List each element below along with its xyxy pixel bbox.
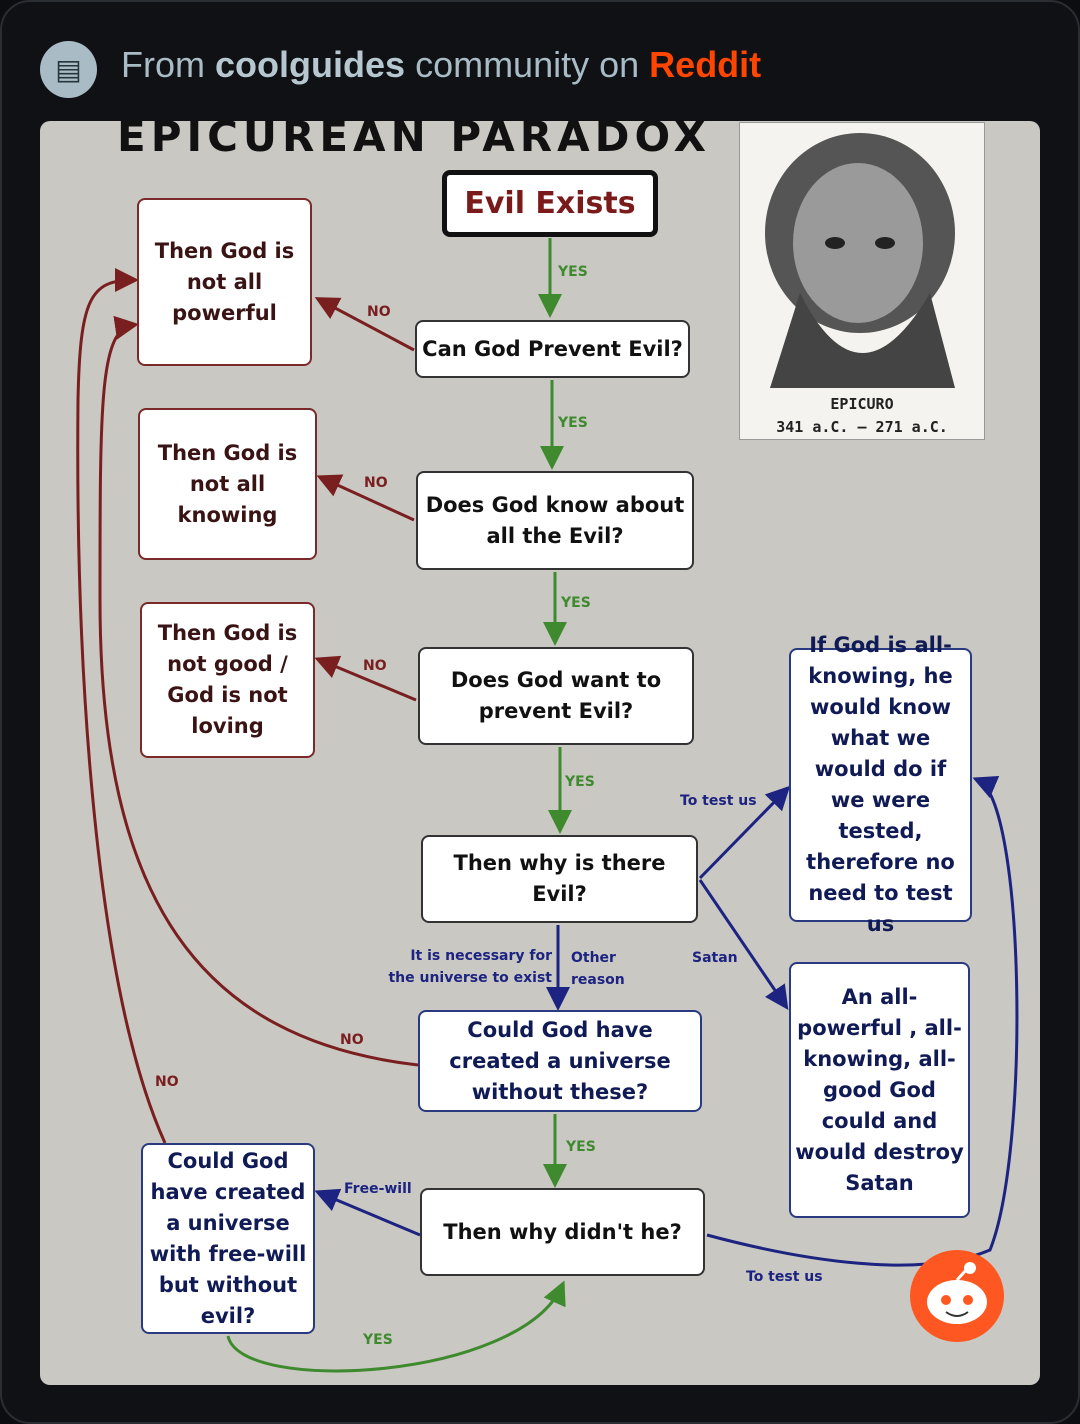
node-why-evil: Then why is there Evil?	[421, 835, 698, 923]
label-to-test-us: To test us	[746, 1269, 823, 1285]
bust-drawing	[765, 133, 955, 388]
no-arrow-2	[316, 474, 415, 522]
yes-arrow-freewill	[226, 1280, 566, 1373]
no-arrow-freewill	[76, 268, 167, 1144]
test-us-arrow	[698, 785, 791, 880]
freewill-arrow	[314, 1188, 421, 1237]
reddit-brand[interactable]: Reddit	[649, 44, 762, 85]
label-yes: YES	[565, 774, 595, 790]
label-no: NO	[155, 1074, 179, 1090]
share-header: From coolguides community on Reddit	[121, 44, 761, 86]
label-necessary: It is necessary for the universe to exis…	[388, 948, 552, 986]
newspaper-icon: ▤	[40, 41, 97, 98]
label-no: NO	[367, 304, 391, 320]
node-can-prevent: Can God Prevent Evil?	[415, 320, 690, 378]
portrait-name: EPICURO	[830, 395, 894, 413]
diagram-title: EPICUREAN PARADOX	[117, 112, 712, 161]
community-name[interactable]: coolguides	[215, 44, 406, 85]
no-arrow-3	[314, 655, 417, 702]
label-satan: Satan	[692, 950, 738, 966]
label-free-will: Free-will	[344, 1181, 412, 1197]
node-freewill: Could God have created a universe with f…	[141, 1143, 315, 1334]
no-arrow-1	[314, 297, 415, 352]
label-yes: YES	[561, 595, 591, 611]
node-want-prevent: Does God want to prevent Evil?	[418, 647, 694, 745]
header-middle: community on	[415, 44, 640, 85]
label-yes: YES	[566, 1139, 596, 1155]
node-not-all-powerful: Then God is not all powerful	[137, 198, 312, 366]
label-yes: YES	[558, 264, 588, 280]
header-prefix: From	[121, 44, 205, 85]
label-other-reason: Other reason	[571, 950, 625, 988]
portrait-dates: 341 a.C. — 271 a.C.	[776, 418, 948, 436]
node-not-all-knowing: Then God is not all knowing	[138, 408, 317, 560]
label-no: NO	[340, 1032, 364, 1048]
no-arrow-universe	[98, 315, 419, 1067]
node-universe-without: Could God have created a universe withou…	[418, 1010, 702, 1112]
node-satan: An all-powerful , all-knowing, all-good …	[789, 962, 970, 1218]
label-no: NO	[363, 658, 387, 674]
test-us-return-arrow	[706, 776, 1019, 1267]
snoo-face-icon	[927, 1262, 987, 1324]
epicurus-portrait: EPICURO 341 a.C. — 271 a.C.	[739, 122, 985, 440]
label-no: NO	[364, 475, 388, 491]
label-yes: YES	[363, 1332, 393, 1348]
satan-arrow	[698, 879, 789, 1010]
node-not-good: Then God is not good / God is not loving	[140, 602, 315, 758]
reddit-snoo-logo	[910, 1250, 1004, 1342]
label-yes: YES	[558, 415, 588, 431]
node-evil-exists: Evil Exists	[442, 170, 658, 237]
node-know-about: Does God know about all the Evil?	[416, 471, 694, 570]
node-test-us: If God is all-knowing, he would know wha…	[789, 633, 972, 936]
node-why-didnt: Then why didn't he?	[420, 1188, 705, 1276]
label-to-test-us: To test us	[680, 793, 757, 809]
